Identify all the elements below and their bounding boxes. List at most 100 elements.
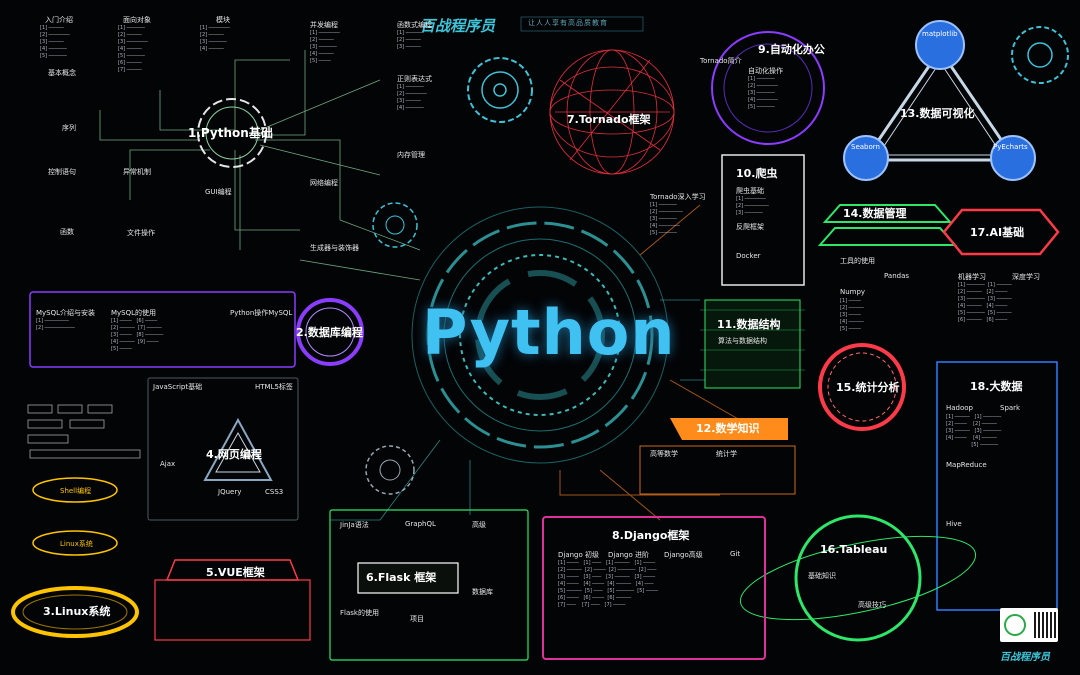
node-flask[interactable]: 6.Flask 框架 bbox=[366, 571, 437, 584]
web-triangle bbox=[203, 417, 273, 481]
label-jquery: JQuery bbox=[218, 488, 242, 496]
node-web[interactable]: 4.网页编程 bbox=[206, 448, 262, 461]
node-ai[interactable]: 17.AI基础 bbox=[970, 226, 1025, 239]
label-flask-db: 数据库 bbox=[472, 588, 493, 596]
label-office-ops: 自动化操作 bbox=[748, 67, 783, 75]
node-tornado[interactable]: 7.Tornado框架 bbox=[567, 113, 651, 126]
list-oop: [1] ────── [2] ───── [3] ─────── [4] ───… bbox=[118, 25, 148, 73]
label-tornado-intro: Tornado简介 bbox=[700, 57, 742, 65]
node-data-management[interactable]: 14.数据管理 bbox=[843, 207, 907, 220]
label-javascript: JavaScript基础 bbox=[153, 383, 203, 391]
list-functional: [1] ────── [2] ───── [3] ───── bbox=[397, 30, 424, 50]
node-python-basics[interactable]: 1.Python基础 bbox=[188, 126, 273, 140]
math-badge bbox=[670, 418, 788, 440]
list-regex: [1] ────── [2] ─────── [3] ───── [4] ───… bbox=[397, 84, 427, 111]
node-viz[interactable]: 13.数据可视化 bbox=[900, 107, 975, 120]
label-spider-framework: 反爬框架 bbox=[736, 223, 764, 231]
gear-icon bbox=[365, 26, 1069, 495]
brand-logo: 百战程序员 bbox=[420, 17, 496, 35]
brand-slogan: 让人人享有高品质教育 bbox=[528, 19, 608, 27]
list-django: [1] ──── [1] ─── [1] ───── [1] ──── [2] … bbox=[558, 560, 658, 608]
qr-code-badge bbox=[1000, 608, 1058, 642]
bigdata-box bbox=[936, 361, 1058, 611]
node-spider[interactable]: 10.爬虫 bbox=[736, 167, 778, 180]
node-stats[interactable]: 15.统计分析 bbox=[836, 381, 900, 394]
node-office[interactable]: 9.自动化办公 bbox=[758, 43, 825, 56]
python-basics-ring bbox=[197, 98, 267, 168]
viz-triangle bbox=[862, 47, 1018, 162]
label-mysql-use: MySQL的使用 bbox=[111, 309, 157, 317]
list-numpy: [1] ──── [2] ───── [3] ──── [4] ───── [5… bbox=[840, 298, 864, 332]
list-ai: [1] ────── [1] ───── [2] ───── [2] ──── … bbox=[958, 282, 1012, 323]
circuit-lines bbox=[99, 50, 421, 281]
label-jinja: JinJa语法 bbox=[340, 521, 369, 529]
list-hadoop: [1] ───── [1] ────── [2] ──── [2] ───── … bbox=[946, 414, 1002, 448]
label-ml: 机器学习 bbox=[958, 273, 986, 281]
label-concurrency: 并发编程 bbox=[310, 21, 338, 29]
node-vue[interactable]: 5.VUE框架 bbox=[206, 566, 265, 579]
label-dl: 深度学习 bbox=[1012, 273, 1040, 281]
label-regex: 正则表达式 bbox=[397, 75, 432, 83]
label-css3: CSS3 bbox=[265, 488, 284, 496]
label-ajax: Ajax bbox=[160, 460, 176, 468]
label-spark: Spark bbox=[1000, 404, 1021, 412]
label-gui: GUI编程 bbox=[205, 188, 232, 196]
label-exception: 异常机制 bbox=[123, 168, 151, 176]
label-matplotlib: matplotlib bbox=[922, 30, 958, 38]
label-functional: 函数式编程 bbox=[397, 21, 432, 29]
label-sequence: 序列 bbox=[62, 124, 76, 132]
node-database[interactable]: 2.数据库编程 bbox=[296, 326, 363, 339]
database-ring bbox=[296, 298, 364, 366]
list-office: [1] ────── [2] ─────── [3] ────── [4] ──… bbox=[748, 76, 778, 110]
node-math[interactable]: 12.数学知识 bbox=[696, 422, 760, 435]
label-concepts: 基本概念 bbox=[48, 69, 76, 77]
label-linux-system: Linux系统 bbox=[60, 540, 93, 548]
ds-chip bbox=[704, 299, 801, 389]
list-module: [1] ─────── [2] ───── [3] ────── [4] ───… bbox=[200, 25, 230, 52]
ai-hexagon bbox=[942, 208, 1060, 256]
label-graphql: GraphQL bbox=[405, 520, 436, 528]
label-statistics: 统计学 bbox=[716, 450, 737, 458]
label-python-mysql: Python操作MySQL bbox=[230, 309, 293, 317]
label-git: Git bbox=[730, 550, 741, 558]
label-tableau-adv: 高级技巧 bbox=[858, 601, 886, 609]
label-docker: Docker bbox=[736, 252, 761, 260]
label-hadoop: Hadoop bbox=[946, 404, 974, 412]
spider-box bbox=[721, 154, 805, 286]
node-linux[interactable]: 3.Linux系统 bbox=[43, 605, 111, 618]
node-django[interactable]: 8.Django框架 bbox=[612, 529, 690, 542]
label-module: 模块 bbox=[216, 16, 230, 24]
center-title: Python bbox=[422, 296, 676, 369]
linux-ring bbox=[11, 586, 139, 638]
label-oop: 面向对象 bbox=[123, 16, 151, 24]
label-pandas: Pandas bbox=[884, 272, 910, 280]
label-tools: 工具的使用 bbox=[840, 257, 875, 265]
center-rings bbox=[411, 206, 669, 464]
label-function: 函数 bbox=[60, 228, 74, 236]
office-circle bbox=[711, 31, 825, 145]
label-mysql-intro: MySQL介绍与安装 bbox=[36, 309, 96, 317]
label-intro: 入门介绍 bbox=[45, 16, 73, 24]
label-calculus: 高等数学 bbox=[650, 450, 678, 458]
node-tableau[interactable]: 16.Tableau bbox=[820, 543, 888, 556]
label-flask-adv: 高级 bbox=[472, 521, 486, 529]
list-concurrency: [1] ─────── [2] ───── [3] ────── [4] ───… bbox=[310, 30, 340, 64]
label-tableau-basic: 基础知识 bbox=[808, 572, 836, 580]
label-django-basic: Django 初级 bbox=[558, 551, 600, 559]
label-algo: 算法与数据结构 bbox=[718, 337, 767, 345]
label-network: 网络编程 bbox=[310, 179, 338, 187]
node-data-structure[interactable]: 11.数据结构 bbox=[717, 318, 781, 331]
label-file: 文件操作 bbox=[127, 229, 155, 237]
label-pyecharts: PyEcharts bbox=[993, 143, 1028, 151]
label-django-mid: Django 进阶 bbox=[608, 551, 650, 559]
label-html5: HTML5标签 bbox=[255, 383, 293, 391]
list-intro: [1] ───── [2] ─────── [3] ───── [4] ────… bbox=[40, 25, 70, 59]
tornado-globe bbox=[549, 49, 675, 175]
footer-logo: 百战程序员 bbox=[1000, 652, 1050, 663]
list-db: [1] ──────── [2] ────────── bbox=[36, 318, 75, 331]
node-bigdata[interactable]: 18.大数据 bbox=[970, 380, 1023, 393]
label-spider-basic: 爬虫基础 bbox=[736, 187, 764, 195]
list-spider: [1] ─────── [2] ──────── [3] ────── bbox=[736, 196, 769, 216]
